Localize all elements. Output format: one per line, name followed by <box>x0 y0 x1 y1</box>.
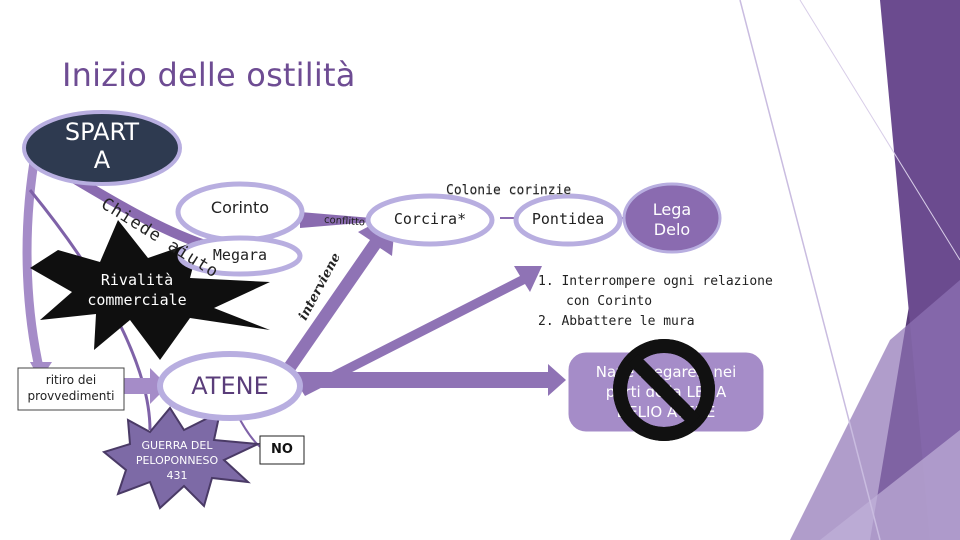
bg-line <box>739 0 881 540</box>
bg-line-2 <box>799 0 960 261</box>
ritiro-to-atene-arrow <box>124 368 168 404</box>
atene-node <box>157 351 303 421</box>
prohibition-bar <box>628 354 700 426</box>
list-item: 1. Interrompere ogni relazione <box>538 272 773 292</box>
pontidea-node <box>513 193 623 247</box>
demands-list: 1. Interrompere ogni relazione con Corin… <box>538 272 773 332</box>
megara-label: Megara <box>212 246 268 264</box>
guerra-label: GUERRA DEL PELOPONNESO 431 <box>135 439 219 482</box>
conflitto-arrow <box>300 208 390 232</box>
list-item-text: con Corinto <box>566 294 653 309</box>
corcira-label: Corcira* <box>393 210 467 228</box>
list-number: 1. <box>538 274 554 289</box>
slide-title: Inizio delle ostilità <box>62 56 356 94</box>
corinto-label: Corinto <box>210 198 270 217</box>
list-item-text: Interrompere ogni relazione <box>561 274 773 289</box>
rivalita-label: Rivalità commerciale <box>87 271 187 309</box>
list-item-continuation: con Corinto <box>538 292 773 312</box>
list-number: 2. <box>538 314 554 329</box>
guerra-star <box>101 406 262 510</box>
sparta-node <box>22 110 182 186</box>
rivalita-star <box>30 220 270 360</box>
prohibition-ring <box>613 339 715 441</box>
atene-to-list-arrow <box>300 266 542 396</box>
sparta-to-guerra-arrow <box>28 189 152 431</box>
lega-delo-node <box>622 182 722 254</box>
atene-label: ATENE <box>191 372 269 400</box>
corcira-node <box>365 193 495 247</box>
no-label: NO <box>271 442 293 457</box>
list-item: 2. Abbattere le mura <box>538 312 773 332</box>
interviene-arrow <box>262 212 396 404</box>
colonie-label: Colonie corinzie <box>446 183 572 198</box>
ritiro-label: ritiro dei provvedimenti <box>27 373 115 403</box>
no-box <box>259 435 305 465</box>
prohibition-overlay <box>613 339 715 441</box>
list-item-text: Abbattere le mura <box>561 314 695 329</box>
ritiro-box <box>17 367 125 411</box>
atene-to-decree-arrow <box>290 364 566 396</box>
sparta-to-ritiro-arrow <box>22 149 45 374</box>
megara-node <box>177 235 303 277</box>
lega-delo-label: Lega Delo <box>652 200 692 239</box>
sparta-label: SPART A <box>64 118 140 174</box>
bg-pale-shape <box>820 430 960 540</box>
pontidea-label: Pontidea <box>531 210 605 228</box>
